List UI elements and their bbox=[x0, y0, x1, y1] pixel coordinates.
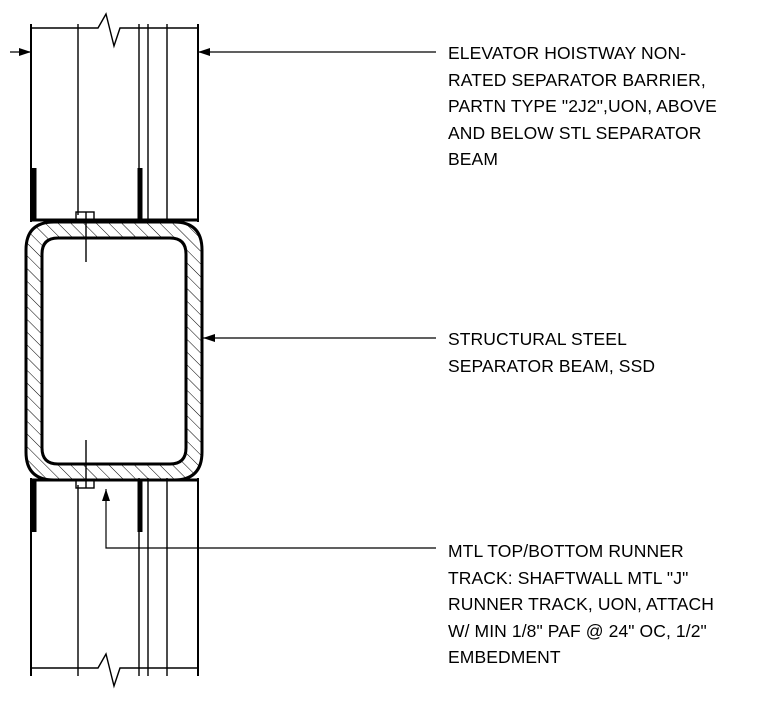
note-line: PARTN TYPE "2J2",UON, ABOVE bbox=[448, 96, 717, 116]
lower-partition bbox=[30, 478, 199, 689]
note-line: STRUCTURAL STEEL bbox=[448, 329, 627, 349]
leader-lines bbox=[10, 48, 436, 549]
note-line: EMBEDMENT bbox=[448, 647, 561, 667]
note-structural-steel-beam: STRUCTURAL STEEL SEPARATOR BEAM, SSD bbox=[448, 326, 753, 379]
steel-separator-beam bbox=[24, 220, 204, 482]
note-line: AND BELOW STL SEPARATOR bbox=[448, 122, 702, 143]
note-line: MTL TOP/BOTTOM RUNNER bbox=[448, 541, 684, 561]
note-line: W/ MIN 1/8" PAF @ 24" OC, 1/2" bbox=[448, 620, 707, 641]
note-line: RATED SEPARATOR BARRIER, bbox=[448, 69, 706, 90]
note-runner-track: MTL TOP/BOTTOM RUNNER TRACK: SHAFTWALL M… bbox=[448, 538, 753, 671]
note-line: ELEVATOR HOISTWAY NON- bbox=[448, 43, 687, 63]
note-elevator-hoistway-barrier: ELEVATOR HOISTWAY NON- RATED SEPARATOR B… bbox=[448, 40, 753, 173]
note-line: BEAM bbox=[448, 149, 498, 169]
note-line: RUNNER TRACK, UON, ATTACH bbox=[448, 594, 714, 614]
note-line: TRACK: SHAFTWALL MTL "J" bbox=[448, 567, 689, 588]
leader-runner-track bbox=[102, 489, 436, 549]
upper-partition bbox=[30, 12, 199, 222]
note-line: SEPARATOR BEAM, SSD bbox=[448, 355, 656, 376]
